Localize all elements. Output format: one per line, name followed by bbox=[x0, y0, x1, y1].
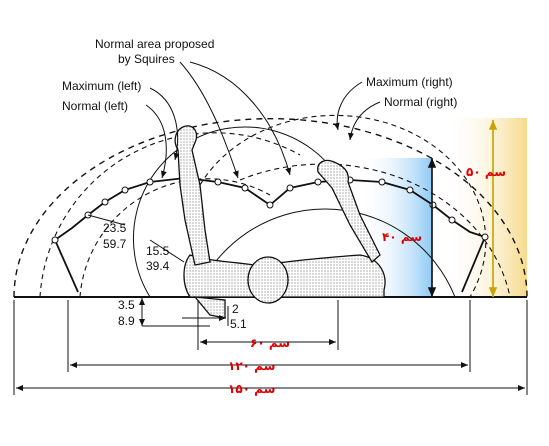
dimension-60-label: ۶۰ سم bbox=[250, 336, 290, 350]
measure-d-top: 2 bbox=[232, 302, 239, 316]
measure-c-top: 3.5 bbox=[118, 298, 135, 312]
normal-right-solid-arc bbox=[194, 208, 456, 298]
maximum-left-label: Maximum (left) bbox=[62, 79, 141, 93]
maximum-left-arc bbox=[39, 132, 301, 298]
dimension-40-label: ۴۰ سم bbox=[382, 230, 422, 244]
normal-left-label: Normal (left) bbox=[62, 99, 128, 113]
measure-c-bottom: 8.9 bbox=[118, 314, 135, 328]
dimension-120-label: ۱۲۰ سم bbox=[228, 359, 275, 373]
maximum-reach-arc bbox=[13, 118, 528, 298]
squires-label-line1: Normal area proposed bbox=[95, 37, 214, 51]
dimension-150-label: ۱۵۰ سم bbox=[228, 382, 275, 396]
squires-points bbox=[51, 174, 489, 244]
offset-dimension-lines bbox=[139, 297, 229, 327]
measure-d-bottom: 5.1 bbox=[230, 317, 247, 331]
measure-a-top: 23.5 bbox=[103, 221, 127, 235]
squires-label-line2: by Squires bbox=[118, 52, 175, 66]
maximum-reach-zone bbox=[445, 118, 527, 297]
worker-figure bbox=[174, 125, 386, 319]
measure-b-top: 15.5 bbox=[146, 244, 170, 258]
measure-a-bottom: 59.7 bbox=[103, 237, 127, 251]
normal-left-arc bbox=[79, 178, 271, 298]
maximum-right-arc bbox=[239, 163, 511, 298]
measurement-leaders bbox=[87, 214, 185, 263]
callout-leaders bbox=[145, 61, 381, 179]
dimension-50-label: ۵۰ سم bbox=[466, 165, 506, 179]
maximum-right-label: Maximum (right) bbox=[366, 75, 453, 89]
width-dimension-lines bbox=[13, 300, 528, 395]
measure-b-bottom: 39.4 bbox=[146, 259, 170, 273]
squires-left-leg bbox=[54, 239, 79, 293]
normal-right-label: Normal (right) bbox=[384, 95, 457, 109]
squires-area-outline bbox=[54, 177, 487, 293]
